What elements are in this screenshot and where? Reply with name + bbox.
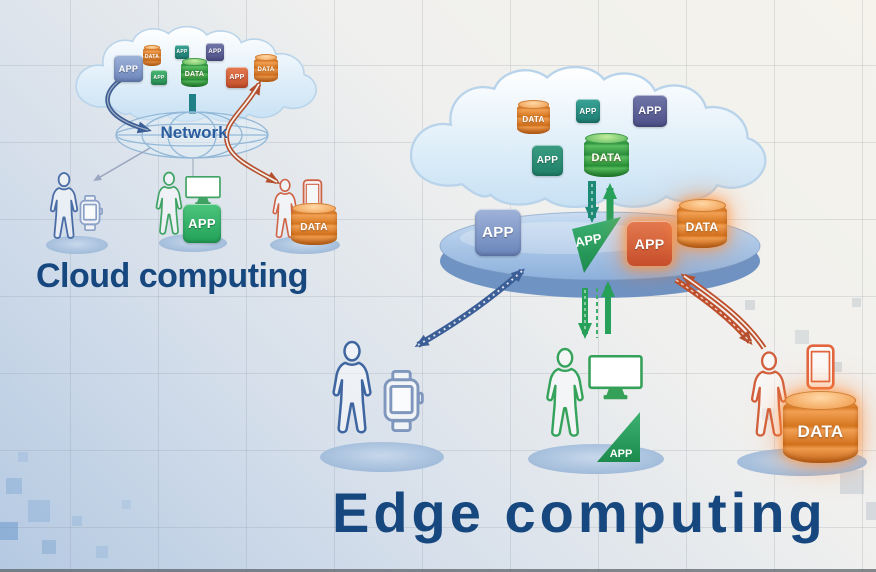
data-cylinder: DATA — [584, 133, 629, 177]
person-blue-icon — [49, 172, 79, 239]
person-orange-icon — [750, 350, 788, 438]
data-cylinder: DATA — [783, 391, 858, 463]
cylinder-cap — [292, 203, 336, 214]
smartwatch-icon — [79, 195, 103, 231]
data-badge-label: DATA — [591, 152, 622, 165]
data-cylinder: DATA — [181, 58, 208, 87]
phone-to-disc-arrow-gap — [683, 275, 765, 349]
app-badge-label: APP — [188, 216, 216, 231]
app-triangle-label: APP — [574, 230, 603, 249]
cylinder-cap — [254, 54, 278, 62]
app-badge-label: APP — [634, 235, 665, 252]
app-badge-label: APP — [536, 155, 559, 166]
person-green-icon — [155, 171, 183, 235]
app-badge: APP — [633, 95, 667, 127]
phone-icon — [806, 344, 835, 390]
data-cylinder: DATA — [517, 100, 550, 134]
cylinder-cap — [678, 199, 726, 212]
app-badge-label: APP — [229, 74, 245, 81]
phone-to-disc-arrow — [680, 273, 767, 350]
edge-computing-title: Edge computing — [332, 481, 827, 544]
pedestal-ellipse — [320, 442, 444, 472]
cylinder-cap — [517, 100, 550, 109]
data-badge-label: DATA — [257, 66, 275, 73]
network-label: Network — [160, 123, 228, 142]
person-blue-icon — [332, 340, 372, 434]
app-badge-label: APP — [176, 49, 188, 55]
cylinder-body — [143, 46, 161, 66]
cloud-computing-title: Cloud computing — [36, 257, 309, 295]
app-badge: APP — [183, 204, 221, 243]
disc-to-phone-arrow — [674, 277, 753, 346]
data-badge-label: DATA — [300, 221, 328, 233]
data-cylinder: DATA — [254, 54, 278, 82]
disc-watch-exchange-arrow — [414, 268, 525, 348]
app-badge-label: APP — [638, 105, 662, 117]
app-badge-label: APP — [153, 74, 165, 81]
app-badge: APP — [532, 145, 563, 176]
app-badge: APP — [114, 55, 143, 82]
data-badge-label: DATA — [797, 422, 844, 442]
data-badge-label: DATA — [685, 220, 719, 234]
pedestal-ellipse — [46, 236, 108, 254]
monitor-icon — [185, 176, 221, 206]
app-badge-label: APP — [482, 224, 514, 241]
app-badge: APP — [627, 221, 672, 266]
app-badge: APP — [226, 67, 248, 88]
pedestal-ellipse — [528, 444, 664, 474]
data-badge-label: DATA — [184, 70, 205, 78]
app-badge: APP — [175, 45, 189, 59]
app-badge: APP — [151, 70, 167, 85]
cylinder-cap — [143, 45, 161, 51]
data-cylinder: DATA — [143, 45, 161, 66]
cylinder-cap — [785, 391, 856, 410]
app-triangle-icon: APP — [572, 217, 621, 273]
app-triangle-label: APP — [610, 448, 633, 460]
app-badge: APP — [206, 43, 224, 61]
data-roundtrip-arrow-gap — [225, 83, 278, 183]
app-badge: APP — [576, 99, 600, 123]
app-badge: APP — [475, 209, 521, 256]
bottom-frame-edge — [0, 569, 876, 572]
data-cylinder: DATA — [677, 199, 727, 248]
app-badge-label: APP — [208, 49, 222, 55]
network-to-watch-arrow — [93, 147, 151, 182]
data-badge-label: DATA — [144, 53, 160, 60]
app-triangle-icon: APP — [597, 412, 640, 462]
monitor-icon — [588, 355, 643, 401]
app-badge-label: APP — [118, 63, 139, 74]
cylinder-cap — [585, 133, 628, 145]
app-badge-label: APP — [579, 106, 597, 116]
data-badge-label: DATA — [522, 114, 545, 124]
data-cylinder: DATA — [291, 203, 337, 245]
person-green-icon — [545, 347, 585, 438]
cloud-network-connector — [189, 94, 196, 114]
cylinder-cap — [181, 58, 208, 66]
smartwatch-icon — [383, 370, 424, 432]
